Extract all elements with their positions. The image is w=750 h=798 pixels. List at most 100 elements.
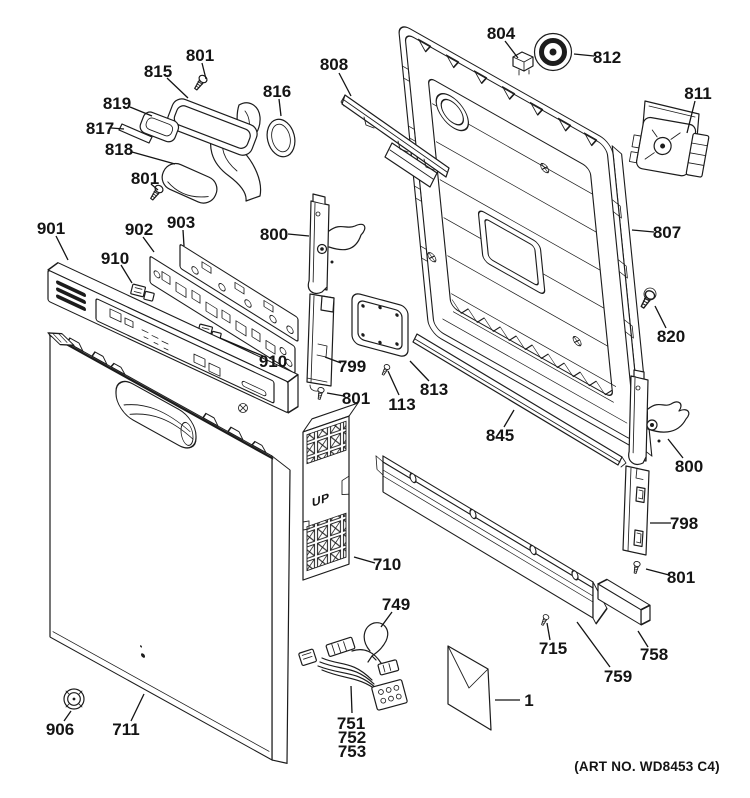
part-812-grommet	[533, 32, 573, 72]
part-label-817: 817	[86, 119, 114, 138]
part-label-812: 812	[593, 48, 621, 67]
leader-845	[503, 409, 515, 428]
leader-815	[166, 77, 189, 99]
leader-759	[576, 621, 611, 668]
top-flange-tabs	[417, 38, 598, 147]
part-801-screw	[315, 386, 326, 401]
part-label-798: 798	[670, 514, 698, 533]
leader-801	[201, 62, 207, 80]
part-label-903: 903	[167, 213, 195, 232]
part-label-715: 715	[539, 639, 567, 658]
part-label-910: 910	[101, 249, 129, 268]
leader-801	[645, 568, 670, 576]
part-label-820: 820	[657, 327, 685, 346]
door-handle	[115, 380, 197, 449]
screw-mark	[238, 403, 248, 413]
leader-901	[55, 235, 69, 261]
up-marking: UP	[312, 490, 330, 510]
leader-113	[387, 370, 400, 396]
part-label-910: 910	[259, 352, 287, 371]
part-799-bracket	[306, 293, 335, 392]
part-label-813: 813	[420, 380, 448, 399]
part-label-819: 819	[103, 94, 131, 113]
leader-801	[326, 392, 345, 397]
part-749-cable-tie	[363, 622, 389, 663]
part-label-1: 1	[524, 691, 533, 710]
leader-711	[130, 693, 145, 722]
part-816-gasket-ring	[266, 118, 296, 158]
part-811-dispenser-module	[628, 100, 710, 178]
vent-slots	[56, 280, 86, 311]
part-758-end-cap	[597, 578, 651, 626]
part-label-753: 753	[338, 742, 366, 761]
leader-819	[129, 106, 153, 117]
part-label-801: 801	[342, 389, 370, 408]
part-751-wire-harness	[298, 636, 408, 711]
part-804-clip	[512, 51, 534, 76]
leader-807	[631, 229, 655, 233]
leader-751	[350, 685, 353, 714]
part-903-control-board	[179, 244, 299, 342]
leader-804	[504, 40, 519, 59]
part-800-hinge-arm	[307, 193, 366, 294]
part-label-808: 808	[320, 55, 348, 74]
part-813-access-panel	[351, 293, 409, 357]
part-710-insulation: UP	[302, 402, 359, 581]
part-845-gasket-strip	[412, 333, 627, 468]
part-819-gasket	[139, 111, 180, 143]
part-label-711: 711	[112, 720, 139, 739]
part-label-818: 818	[105, 140, 133, 159]
leader-808	[338, 72, 352, 97]
part-label-906: 906	[46, 720, 74, 739]
part-label-800: 800	[675, 457, 703, 476]
leader-910	[120, 264, 133, 284]
part-901-control-panel	[47, 262, 299, 414]
leader-811	[686, 100, 696, 134]
part-label-800: 800	[260, 225, 288, 244]
part-label-816: 816	[263, 82, 291, 101]
part-815-vent-assembly	[166, 98, 262, 202]
leader-817	[110, 127, 125, 130]
part-759-splash-shield	[375, 455, 608, 625]
part-label-807: 807	[653, 223, 681, 242]
leader-799	[324, 356, 342, 364]
part-label-759: 759	[604, 667, 632, 686]
part-label-752: 752	[338, 728, 366, 747]
part-label-801: 801	[131, 169, 159, 188]
part-label-902: 902	[125, 220, 153, 239]
part-798-bracket	[622, 465, 650, 556]
part-label-113: 113	[388, 395, 415, 414]
part-902-control-board	[149, 256, 296, 374]
part-label-799: 799	[338, 357, 366, 376]
leader-800	[287, 233, 310, 237]
part-label-801: 801	[667, 568, 695, 587]
leader-820	[654, 305, 667, 329]
part-label-804: 804	[487, 24, 516, 43]
part-808-latch-rail	[340, 94, 450, 188]
part-801-screw	[631, 560, 642, 575]
part-906-grommet	[63, 688, 85, 710]
leader-910	[219, 337, 264, 357]
part-1-literature-envelope	[447, 645, 492, 731]
leader-800	[667, 438, 684, 459]
part-label-758: 758	[640, 645, 668, 664]
leader-749	[380, 611, 393, 628]
leader-906	[63, 710, 72, 722]
part-800-hinge-arm	[628, 369, 690, 465]
leader-903	[182, 229, 185, 247]
part-label-801: 801	[186, 46, 214, 65]
panel-buttons	[109, 308, 267, 397]
leader-715	[546, 622, 551, 641]
door-window-recess	[477, 210, 546, 294]
part-817-strip	[118, 123, 153, 144]
leader-710	[353, 556, 376, 564]
part-label-751: 751	[337, 714, 365, 733]
part-label-901: 901	[37, 219, 65, 238]
leader-812	[573, 53, 595, 57]
part-820-screw	[637, 288, 657, 311]
part-label-811: 811	[684, 84, 711, 103]
leader-801	[150, 183, 159, 191]
leader-902	[142, 236, 155, 253]
